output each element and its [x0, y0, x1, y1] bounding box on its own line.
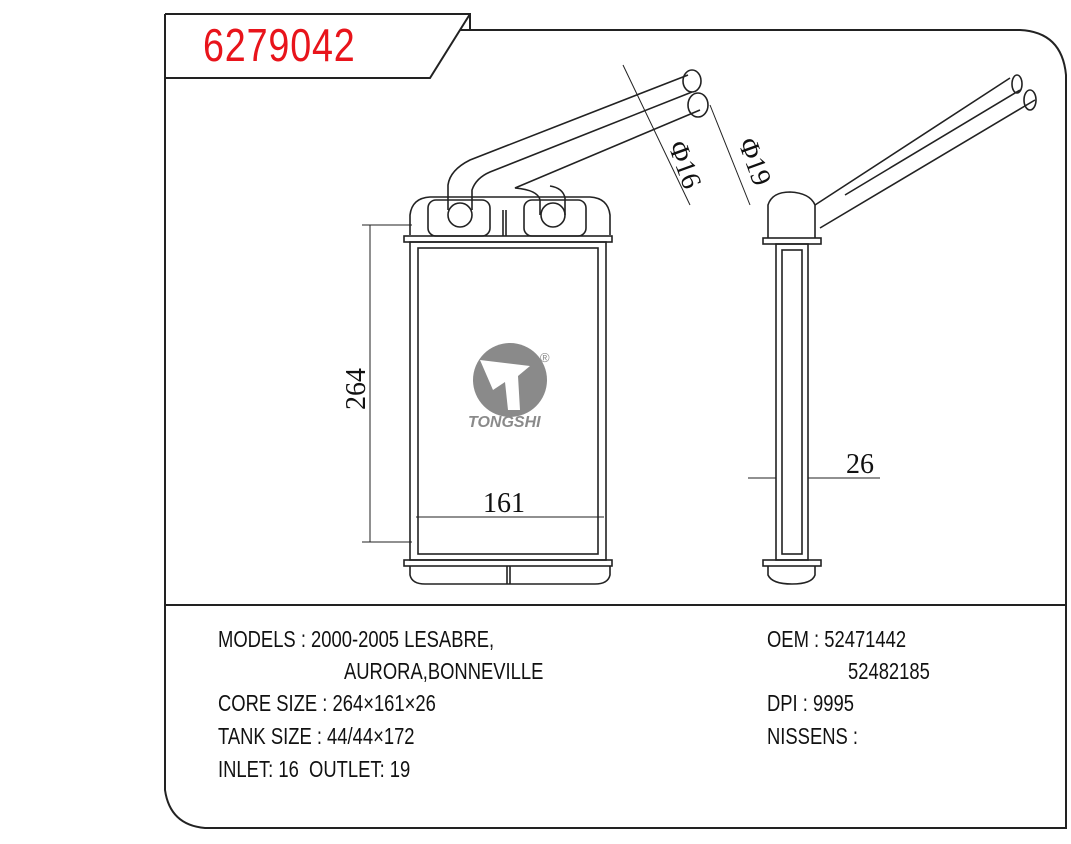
dimension-lines	[362, 64, 880, 543]
side-view	[762, 74, 1037, 585]
inlet-diameter: Φ16	[661, 137, 707, 193]
oem-continued: 52482185	[848, 658, 930, 684]
depth-dimension: 26	[846, 449, 874, 480]
nissens: NISSENS :	[767, 723, 859, 749]
core-size: CORE SIZE : 264×161×26	[218, 690, 436, 716]
part-label-frame	[165, 13, 471, 79]
tank-size: TANK SIZE : 44/44×172	[218, 723, 415, 749]
models: MODELS : 2000-2005 LESABRE,	[218, 626, 495, 652]
height-dimension: 264	[341, 368, 372, 410]
sheet-frame	[164, 14, 1067, 829]
dpi: DPI : 9995	[767, 690, 854, 716]
tongshi-logo: ® TONGSHI	[468, 343, 550, 431]
outlet-diameter: Φ19	[731, 134, 777, 190]
models-continued: AURORA,BONNEVILLE	[344, 658, 544, 684]
svg-text:®: ®	[540, 350, 550, 365]
logo-text: TONGSHI	[468, 414, 541, 431]
part-number: 6279042	[203, 19, 356, 71]
front-view	[403, 69, 709, 585]
width-dimension: 161	[483, 488, 525, 519]
inlet-outlet: INLET: 16 OUTLET: 19	[218, 756, 411, 782]
oem: OEM : 52471442	[767, 626, 907, 652]
